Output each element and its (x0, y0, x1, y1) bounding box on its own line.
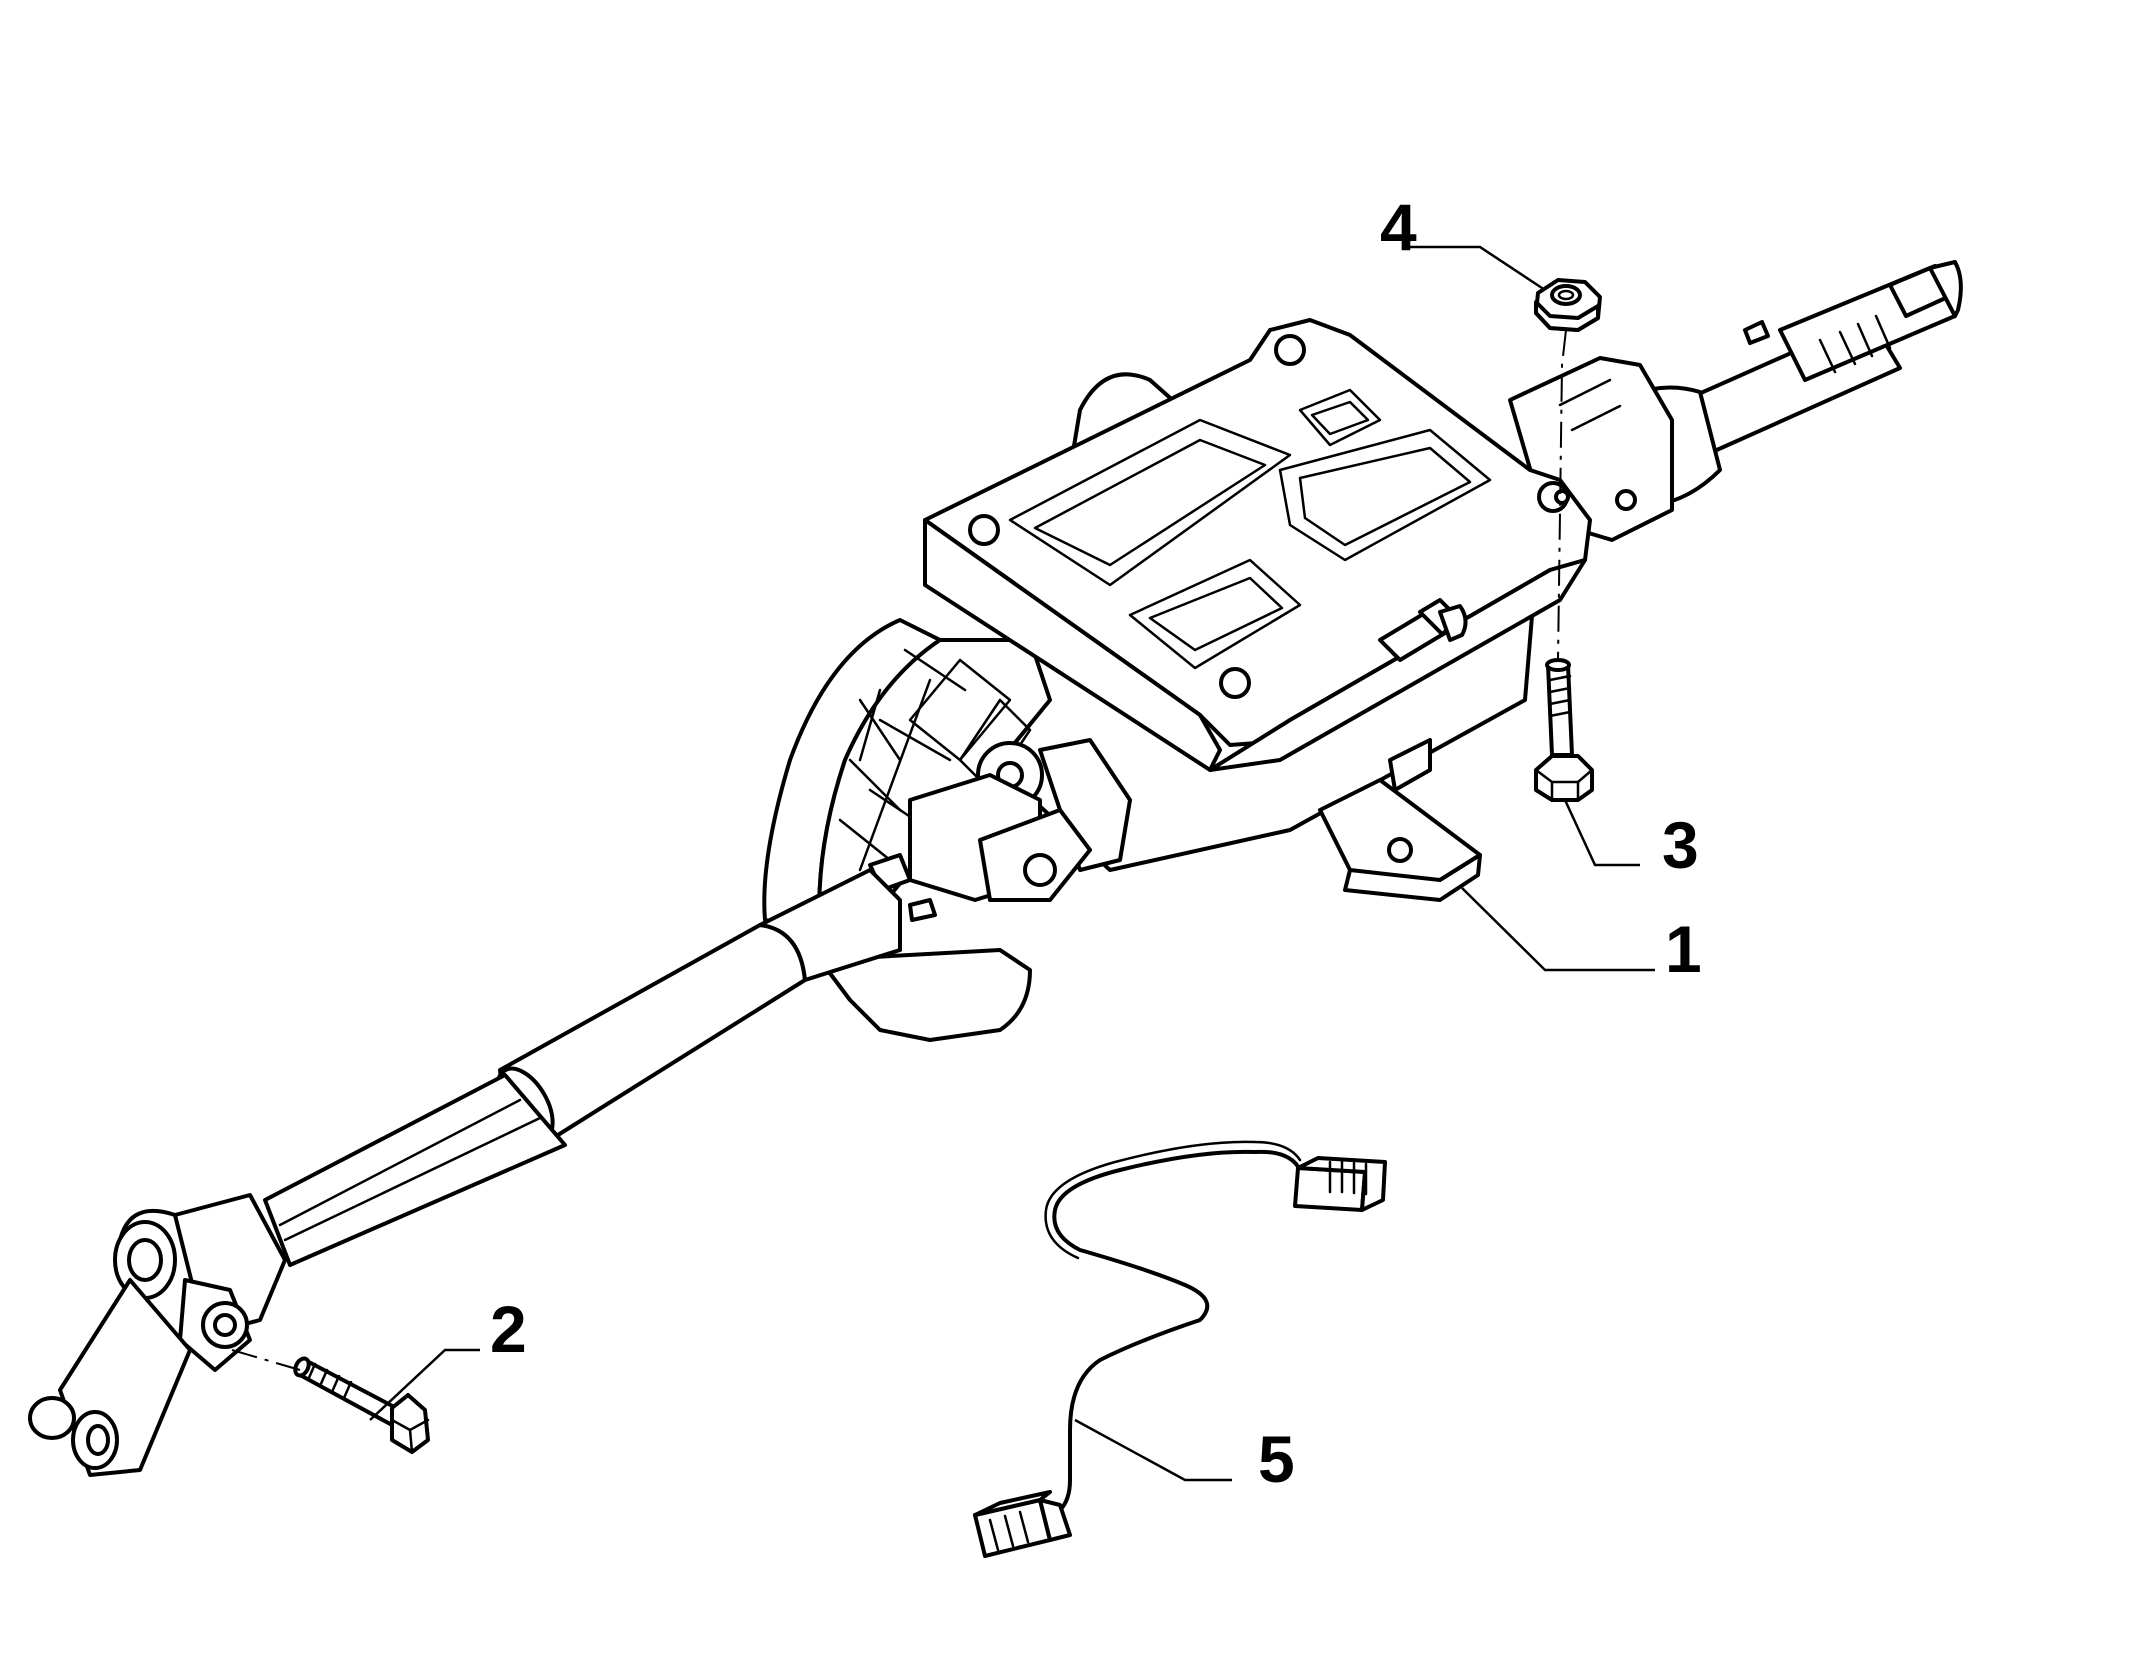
lower-shaft (263, 1073, 567, 1267)
leader-lines (369, 245, 1655, 1482)
callout-5: 5 (1258, 1422, 1295, 1496)
bolt-axis-lines (231, 329, 1567, 1371)
rake-lever-arc (762, 618, 1052, 932)
wiring-harness-part-5 (973, 1140, 1387, 1558)
callout-3: 3 (1662, 808, 1699, 882)
callout-labels: 1 2 3 4 5 (490, 190, 1702, 1496)
lower-bracket (1318, 738, 1482, 902)
leader-line-3 (1563, 799, 1640, 867)
steering-column-assembly (28, 260, 1963, 1477)
lower-u-joint (28, 1193, 287, 1477)
leader-line-1 (1461, 887, 1655, 972)
nut-part-4 (1534, 278, 1602, 332)
bolt-part-2 (293, 1356, 430, 1454)
leader-line-2 (369, 1348, 480, 1421)
leader-line-5 (1074, 1418, 1232, 1482)
lower-flange (818, 948, 1032, 1042)
leader-line-4 (1403, 245, 1546, 292)
callout-4: 4 (1380, 190, 1417, 264)
adjust-bolt (1378, 598, 1468, 662)
intermediate-u-joint (868, 738, 1132, 902)
callout-2: 2 (490, 1292, 527, 1366)
callout-1: 1 (1665, 912, 1702, 986)
bolt-part-3 (1534, 658, 1594, 802)
